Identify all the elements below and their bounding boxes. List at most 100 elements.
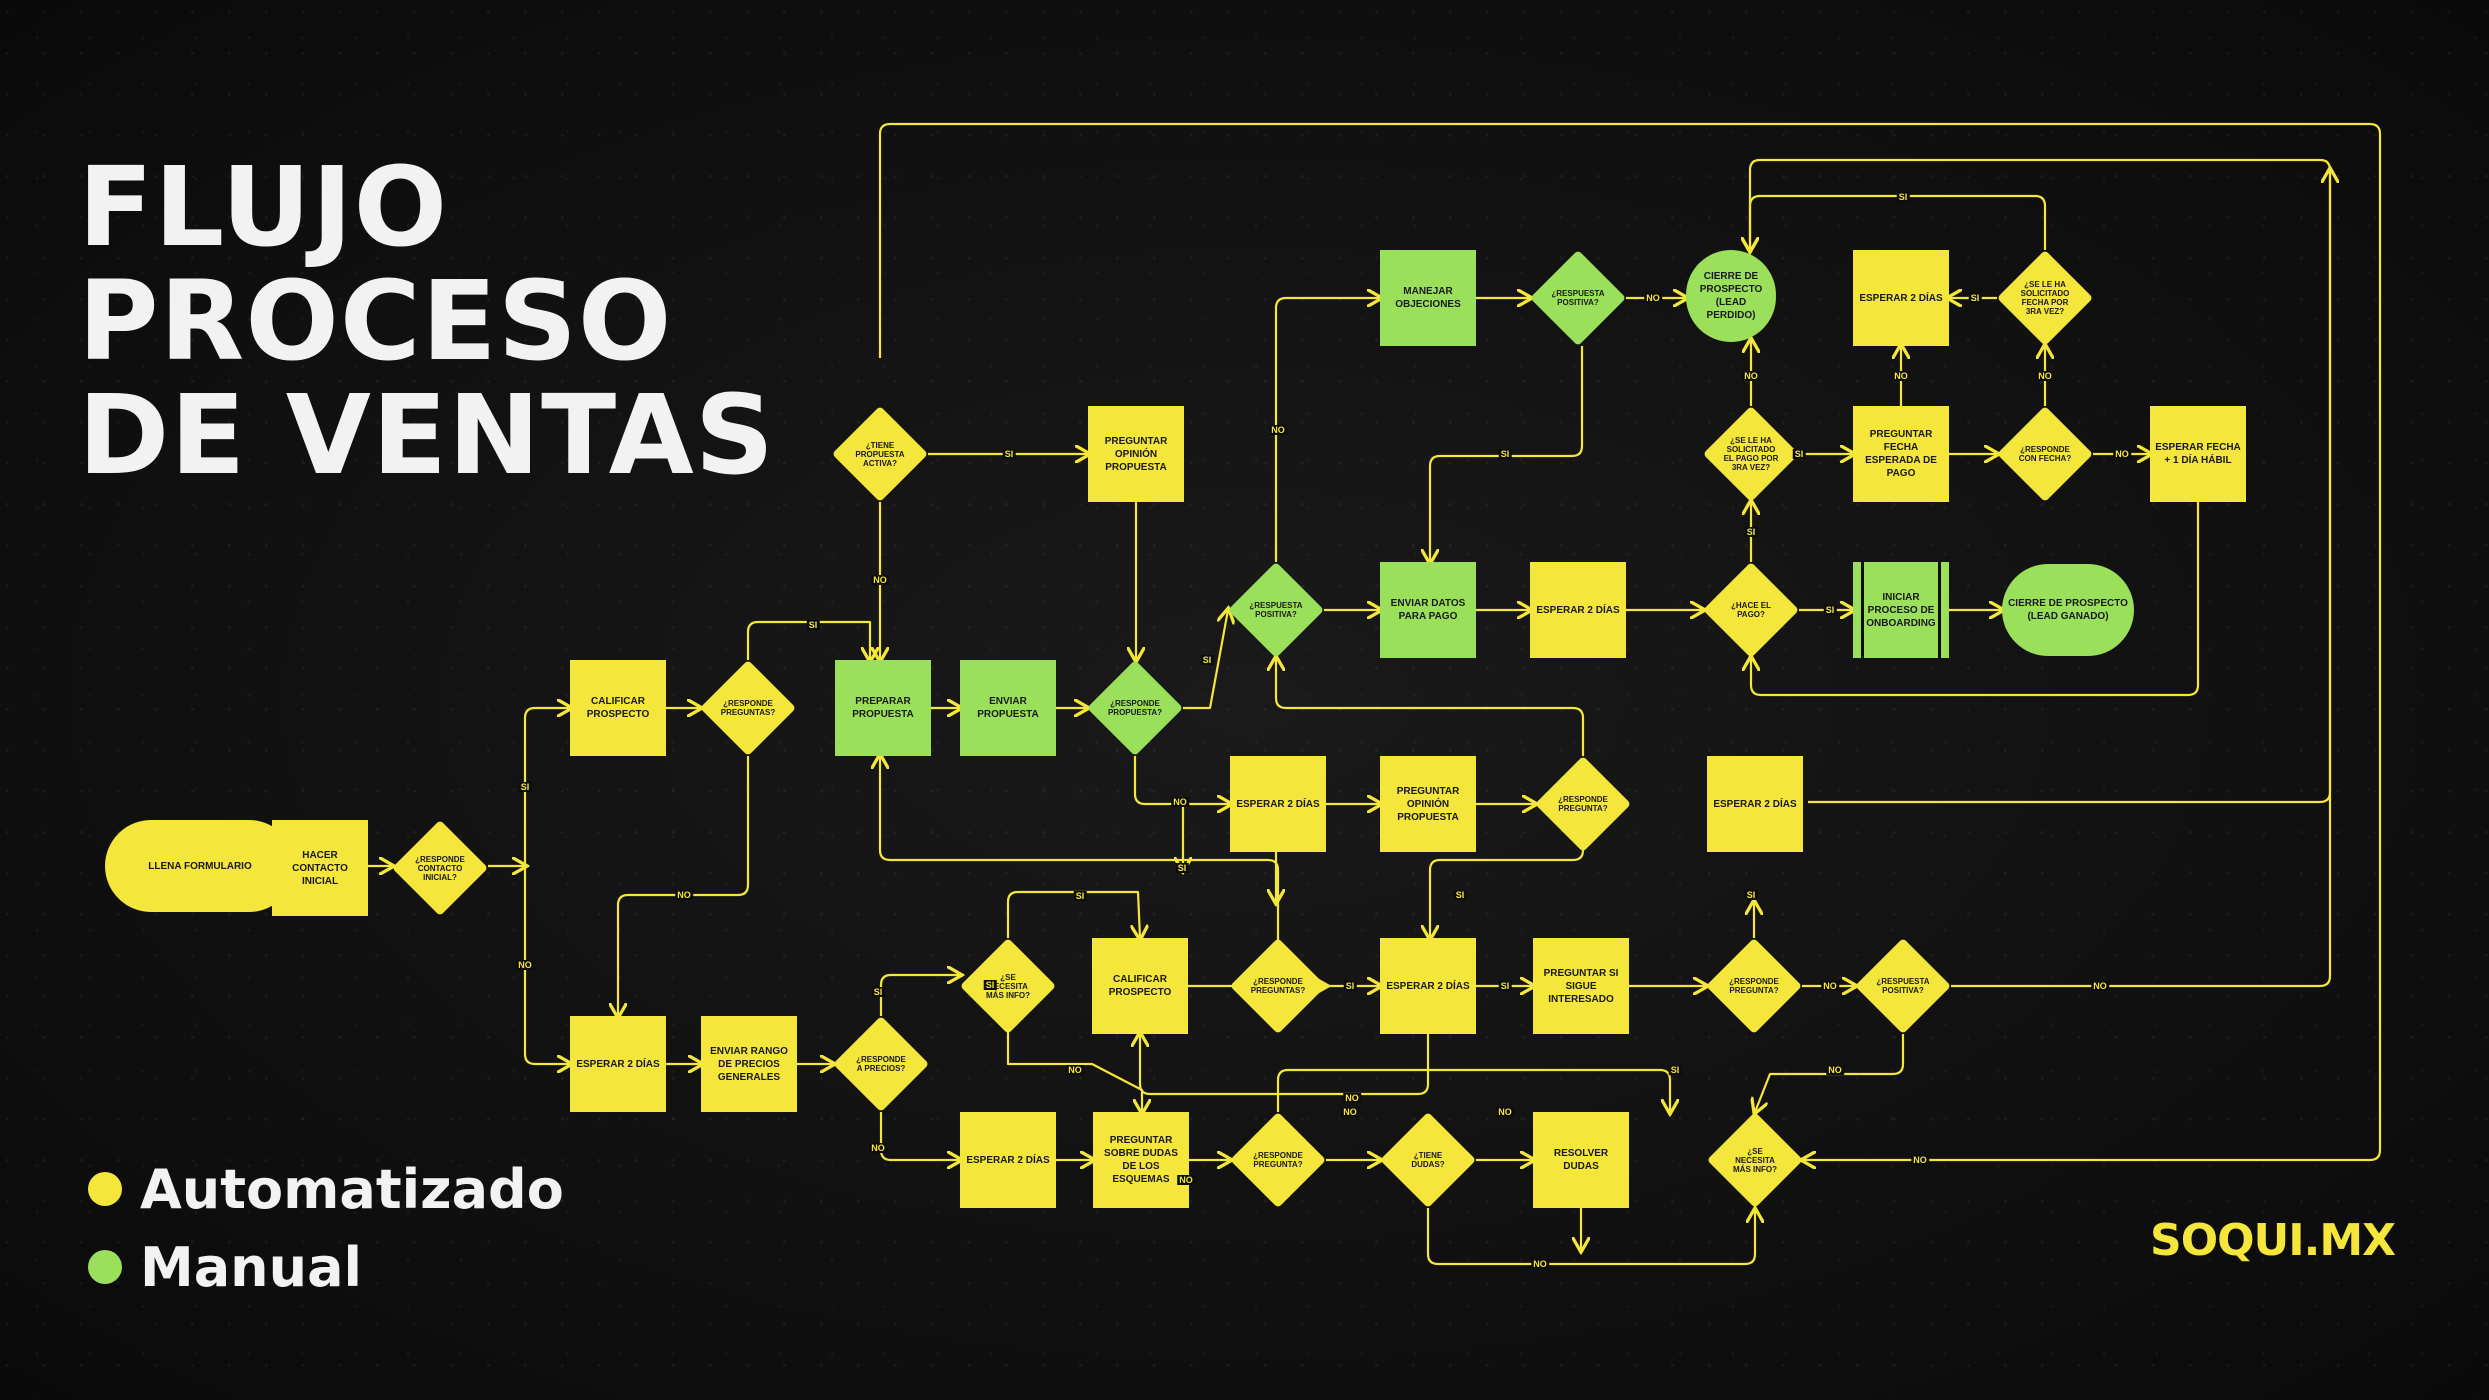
connector-line xyxy=(1183,610,1228,710)
edge-label: SI xyxy=(1073,891,1087,901)
edge-label: NO xyxy=(1496,1107,1514,1117)
flow-node-box: PREGUNTAR SI SIGUE INTERESADO xyxy=(1533,938,1629,1034)
flow-node-box: ESPERAR 2 DÍAS xyxy=(1853,250,1949,346)
flow-node-diamond: ¿TIENE PROPUESTA ACTIVA? xyxy=(832,406,928,502)
flow-node-label: ¿TIENE PROPUESTA ACTIVA? xyxy=(855,440,905,468)
flow-node-box: ENVIAR DATOS PARA PAGO xyxy=(1380,562,1476,658)
legend: Automatizado Manual xyxy=(88,1150,564,1306)
flow-node-diamond: ¿RESPONDE CONTACTO INICIAL? xyxy=(392,820,488,916)
flow-node-terminal: LLENA FORMULARIO xyxy=(105,820,295,912)
flow-node-label: ESPERAR 2 DÍAS xyxy=(1386,980,1470,992)
flow-node-label: ¿RESPONDE PREGUNTAS? xyxy=(1250,977,1306,995)
connector-line xyxy=(1274,298,1380,562)
connector-line xyxy=(1750,194,2047,250)
title-line-2: PROCESO xyxy=(78,257,673,385)
edge-label: NO xyxy=(1177,1175,1195,1185)
flow-node-label: PREGUNTAR SI SIGUE INTERESADO xyxy=(1543,967,1619,1005)
flow-node-diamond: ¿RESPONDE PROPUESTA? xyxy=(1087,660,1183,756)
flow-node-diamond: ¿SE NECESITA MÁS INFO? xyxy=(1707,1112,1803,1208)
flow-node-diamond: ¿TIENE DUDAS? xyxy=(1380,1112,1476,1208)
edge-label: SI xyxy=(1896,192,1910,202)
flow-node-box: PREGUNTAR FECHA ESPERADA DE PAGO xyxy=(1853,406,1949,502)
connector-line xyxy=(878,122,2382,1160)
legend-label: Automatizado xyxy=(140,1157,564,1221)
legend-dot-yellow xyxy=(88,1172,122,1206)
flow-node-label: ¿RESPUESTA POSITIVA? xyxy=(1876,977,1930,995)
flow-node-diamond: ¿RESPONDE A PRECIOS? xyxy=(833,1016,929,1112)
flow-node-label: ENVIAR PROPUESTA xyxy=(977,696,1039,720)
flow-node-box: CALIFICAR PROSPECTO xyxy=(570,660,666,756)
flow-node-label: PREGUNTAR OPINIÓN PROPUESTA xyxy=(1104,435,1168,473)
connector-line xyxy=(879,975,960,1016)
flow-node-diamond: ¿SE NECESITA MÁS INFO? xyxy=(960,938,1056,1034)
edge-label: NO xyxy=(1531,1259,1549,1269)
flow-node-label: ¿SE LE HA SOLICITADO EL PAGO POR 3RA VEZ… xyxy=(1723,436,1779,472)
flow-node-label: ESPERAR 2 DÍAS xyxy=(576,1058,660,1070)
connector-line xyxy=(618,756,750,1016)
page-title: FLUJO PROCESO DE VENTAS xyxy=(78,150,775,492)
flow-node-label: ESPERAR 2 DÍAS xyxy=(1713,798,1797,810)
flow-node-label: ENVIAR RANGO DE PRECIOS GENERALES xyxy=(710,1045,788,1083)
flow-node-terminal: CIERRE DE PROSPECTO (LEAD PERDIDO) xyxy=(1686,250,1776,342)
title-line-3: DE VENTAS xyxy=(78,371,775,499)
flow-node-label: ¿RESPONDE PROPUESTA? xyxy=(1107,699,1163,717)
flow-node-label: ¿RESPONDE A PRECIOS? xyxy=(856,1055,906,1073)
flow-node-terminal: CIERRE DE PROSPECTO (LEAD GANADO) xyxy=(2002,564,2134,656)
edge-label: NO xyxy=(1644,293,1662,303)
flow-node-diamond: ¿HACE EL PAGO? xyxy=(1703,562,1799,658)
flow-node-box: PREGUNTAR OPINIÓN PROPUESTA xyxy=(1380,756,1476,852)
edge-label: NO xyxy=(1171,797,1189,807)
edge-label: SI xyxy=(1792,449,1806,459)
edge-label: SI xyxy=(1200,655,1214,665)
flow-node-box: CALIFICAR PROSPECTO xyxy=(1092,938,1188,1034)
flow-node-label: PREGUNTAR OPINIÓN PROPUESTA xyxy=(1396,785,1460,823)
edge-label: SI xyxy=(1744,890,1758,900)
connector-line xyxy=(1751,502,2200,697)
edge-label: SI xyxy=(1498,449,1512,459)
flow-node-box: ENVIAR RANGO DE PRECIOS GENERALES xyxy=(701,1016,797,1112)
edge-label: SI xyxy=(1175,863,1189,873)
edge-label: NO xyxy=(1826,1065,1844,1075)
connector-line xyxy=(879,1112,960,1160)
edge-label: SI xyxy=(1968,293,1982,303)
flow-node-label: ¿SE NECESITA MÁS INFO? xyxy=(986,972,1030,1000)
flow-node-label: CALIFICAR PROSPECTO xyxy=(586,696,650,720)
flow-node-label: ¿RESPONDE PREGUNTAS? xyxy=(720,699,776,717)
flow-node-box: HACER CONTACTO INICIAL xyxy=(272,820,368,916)
edge-label: NO xyxy=(1343,1093,1361,1103)
flow-node-label: CALIFICAR PROSPECTO xyxy=(1108,974,1172,998)
flow-node-label: PREGUNTAR SOBRE DUDAS DE LOS ESQUEMAS xyxy=(1104,1135,1178,1185)
edge-label: NO xyxy=(871,575,889,585)
connector-line xyxy=(1276,1068,1670,1112)
flow-node-label: ¿RESPONDE CON FECHA? xyxy=(2018,445,2072,463)
connector-line xyxy=(1426,1208,1755,1266)
edge-label: NO xyxy=(1341,1107,1359,1117)
flow-node-box: ESPERAR 2 DÍAS xyxy=(1230,756,1326,852)
flow-node-label: ¿RESPONDE PREGUNTA? xyxy=(1253,1151,1303,1169)
legend-label: Manual xyxy=(140,1235,363,1299)
legend-dot-green xyxy=(88,1250,122,1284)
flow-node-diamond: ¿RESPONDE PREGUNTAS? xyxy=(700,660,796,756)
flow-node-box: ESPERAR 2 DÍAS xyxy=(570,1016,666,1112)
connector-line xyxy=(1006,890,1140,938)
flow-node-process: INICIAR PROCESO DE ONBOARDING xyxy=(1853,562,1949,658)
flow-node-box: PREPARAR PROPUESTA xyxy=(835,660,931,756)
flow-node-label: ¿RESPONDE PREGUNTA? xyxy=(1558,795,1608,813)
edge-label: NO xyxy=(1821,981,1839,991)
edge-label: NO xyxy=(2036,371,2054,381)
legend-item-automatizado: Automatizado xyxy=(88,1150,564,1228)
flow-node-label: ESPERAR 2 DÍAS xyxy=(1536,604,1620,616)
flow-node-box: ESPERAR 2 DÍAS xyxy=(1530,562,1626,658)
flow-node-diamond: ¿RESPUESTA POSITIVA? xyxy=(1530,250,1626,346)
connector-line xyxy=(746,620,870,660)
connector-line xyxy=(1140,1034,1430,1096)
flow-node-label: ¿RESPUESTA POSITIVA? xyxy=(1551,289,1605,307)
flow-node-diamond: ¿RESPUESTA POSITIVA? xyxy=(1228,562,1324,658)
flow-node-box: ESPERAR FECHA + 1 DÍA HÁBIL xyxy=(2150,406,2246,502)
edge-label: NO xyxy=(1066,1065,1084,1075)
connector-line xyxy=(523,708,570,866)
brand-logo: SOQUI.MX xyxy=(2150,1215,2396,1266)
edge-label: SI xyxy=(871,987,885,997)
flow-node-box: ESPERAR 2 DÍAS xyxy=(1380,938,1476,1034)
connector-line xyxy=(1750,158,2332,804)
